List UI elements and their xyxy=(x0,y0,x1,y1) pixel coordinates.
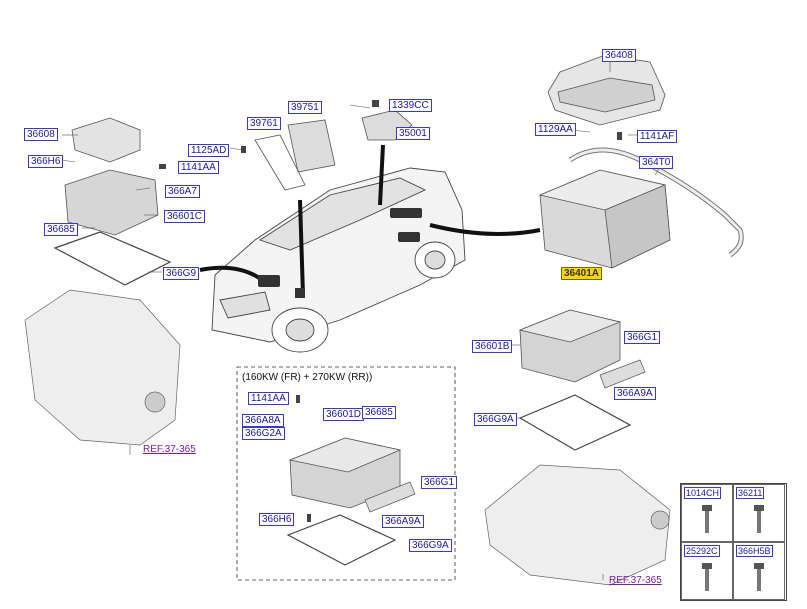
part-label-35001[interactable]: 35001 xyxy=(396,127,430,140)
leader-lines xyxy=(199,144,541,296)
part-label-366H6-box[interactable]: 366H6 xyxy=(259,513,295,526)
fastener-cell-2[interactable]: 36211 xyxy=(733,484,785,542)
part-label-366A9A-right[interactable]: 366A9A xyxy=(614,387,656,400)
part-label-366G1-right[interactable]: 366G1 xyxy=(624,331,661,344)
vehicle-drawing xyxy=(211,167,466,353)
part-label-36601B[interactable]: 36601B xyxy=(472,340,513,353)
gasket-366G9-drawing xyxy=(53,231,172,286)
part-label-366G1-box[interactable]: 366G1 xyxy=(421,476,458,489)
power-module-36601B-drawing xyxy=(518,309,622,383)
part-label-39751[interactable]: 39751 xyxy=(288,101,322,114)
bolt-glyphs xyxy=(159,100,622,522)
part-label-366G9A-box[interactable]: 366G9A xyxy=(409,539,452,552)
cover-36408-drawing xyxy=(547,54,666,126)
part-label-366H6-top[interactable]: 366H6 xyxy=(28,155,64,168)
gasket-366G1-box-drawing xyxy=(364,481,416,513)
part-label-1141AA-top[interactable]: 1141AA xyxy=(178,161,219,174)
motor-housing-left-drawing xyxy=(24,289,181,446)
fastener-cell-4[interactable]: 366H5B xyxy=(733,542,785,600)
fastener-code[interactable]: 25292C xyxy=(684,545,720,557)
part-label-1141AF[interactable]: 1141AF xyxy=(637,130,678,143)
bolt-icon xyxy=(754,563,764,591)
motor-housing-right-drawing xyxy=(484,464,671,586)
part-label-36685-box[interactable]: 36685 xyxy=(362,406,396,419)
gasket-366G9A-box-drawing xyxy=(286,514,397,566)
part-label-39761[interactable]: 39761 xyxy=(247,117,281,130)
fastener-code[interactable]: 36211 xyxy=(736,487,765,499)
power-module-36601C-drawing xyxy=(64,117,159,236)
inverter-36401A-drawing xyxy=(538,169,671,269)
variant-dashed-frame xyxy=(236,366,456,581)
power-module-36601D-drawing xyxy=(288,437,402,509)
part-label-366A8A[interactable]: 366A8A xyxy=(242,414,284,427)
part-label-366A7[interactable]: 366A7 xyxy=(165,185,200,198)
vehicle-internal-parts xyxy=(258,208,422,298)
part-label-366G9[interactable]: 366G9 xyxy=(163,267,200,280)
bolt-icon xyxy=(702,563,712,591)
part-label-36408[interactable]: 36408 xyxy=(602,49,636,62)
part-label-366G9A-right[interactable]: 366G9A xyxy=(474,413,517,426)
part-label-1125AD[interactable]: 1125AD xyxy=(188,144,230,157)
part-label-366A9A-box[interactable]: 366A9A xyxy=(382,515,424,528)
reference-link-left[interactable]: REF.37-365 xyxy=(143,444,196,455)
part-label-366G2A[interactable]: 366G2A xyxy=(242,427,285,440)
gasket-366G9A-right-drawing xyxy=(518,394,632,451)
part-label-36401A-highlighted[interactable]: 36401A xyxy=(561,267,603,280)
part-label-364T0[interactable]: 364T0 xyxy=(639,156,674,169)
bolt-icon xyxy=(702,505,712,533)
part-label-36685-top[interactable]: 36685 xyxy=(44,223,78,236)
part-label-36608[interactable]: 36608 xyxy=(24,128,58,141)
part-label-36601C[interactable]: 36601C xyxy=(164,210,206,223)
variant-note: (160KW (FR) + 270KW (RR)) xyxy=(242,372,373,383)
bolt-icon xyxy=(754,505,764,533)
reference-link-right[interactable]: REF.37-365 xyxy=(609,575,662,586)
fastener-code[interactable]: 1014CH xyxy=(684,487,722,499)
fastener-cell-1[interactable]: 1014CH xyxy=(681,484,733,542)
fastener-cell-3[interactable]: 25292C xyxy=(681,542,733,600)
fastener-code[interactable]: 366H5B xyxy=(736,545,773,557)
part-label-1339CC[interactable]: 1339CC xyxy=(389,99,432,112)
part-label-1129AA[interactable]: 1129AA xyxy=(535,123,576,136)
fastener-table: 1014CH 36211 25292C 366H5B xyxy=(680,483,787,601)
part-label-1141AA-box[interactable]: 1141AA xyxy=(248,392,289,405)
part-label-36601D[interactable]: 36601D xyxy=(323,408,365,421)
gasket-366G1-right-drawing xyxy=(599,359,646,389)
